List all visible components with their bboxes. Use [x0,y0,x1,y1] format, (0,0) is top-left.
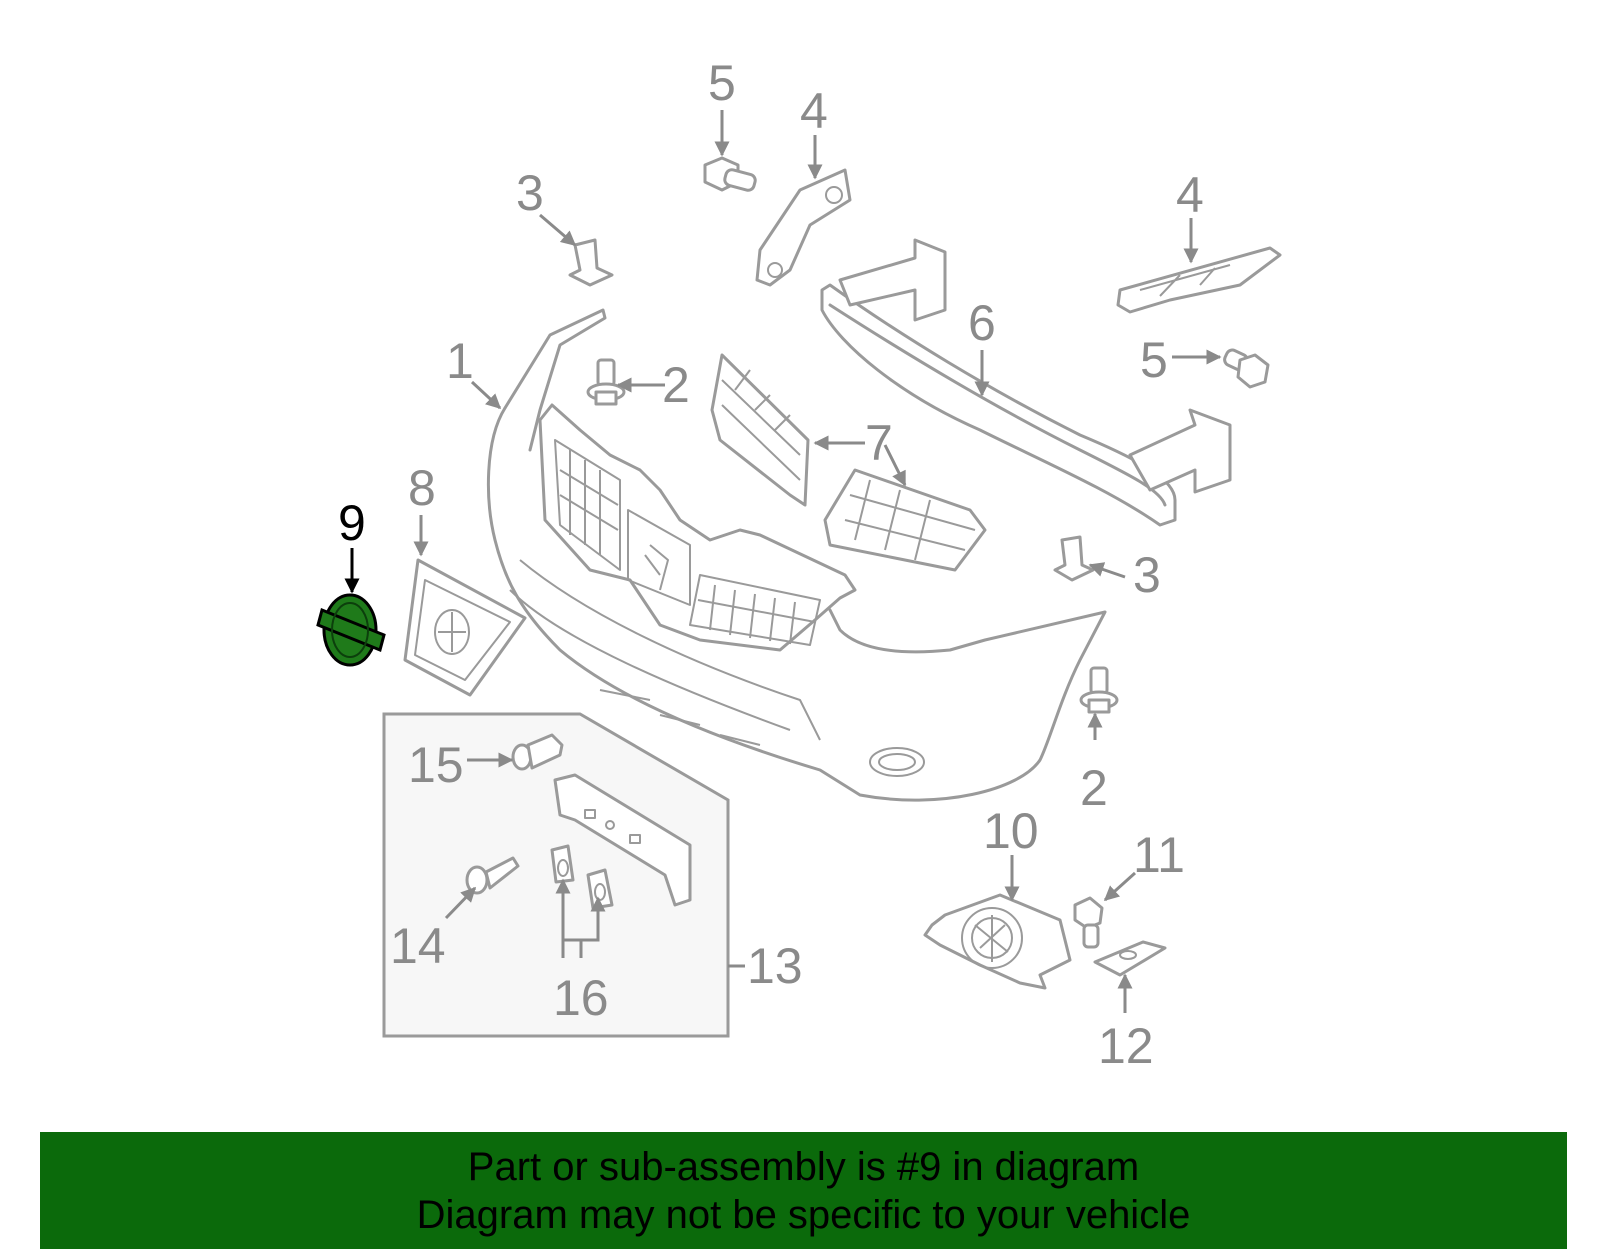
info-footer-banner: Part or sub-assembly is #9 in diagram Di… [40,1132,1567,1249]
footer-line-disclaimer: Diagram may not be specific to your vehi… [416,1192,1191,1237]
lower-grille-part-8 [403,558,527,697]
callout-3-upper: 3 [516,165,544,221]
callout-15: 15 [408,737,464,793]
bracket-part-4-right [1116,246,1282,314]
callout-16: 16 [553,970,609,1026]
callout-3-lower: 3 [1133,547,1161,603]
callout-1: 1 [446,333,474,389]
upper-grille [538,403,857,652]
bumper-bracket-subassembly-13 [553,773,692,907]
grille-insert-part-7-lower [823,468,987,572]
bracket-part-4-left [755,168,852,287]
callout-labels: 1 2 2 3 3 4 4 5 5 6 7 8 9 10 11 12 13 14… [338,55,1204,1074]
clip-part-15 [511,733,564,771]
callout-5-upper: 5 [708,55,736,111]
bolt-part-5-upper [703,156,757,192]
footer-line-part-info: Part or sub-assembly is #9 in diagram [467,1144,1140,1189]
retainer-part-16-left [550,844,575,884]
callout-5-lower: 5 [1140,332,1168,388]
bracket-part-3-lower [1053,535,1095,582]
callout-7: 7 [865,415,893,471]
callout-4-right: 4 [1176,167,1204,223]
leader-lines [344,110,1222,1013]
bracket-part-12 [1093,940,1167,977]
callout-12: 12 [1098,1018,1154,1074]
emblem-part-9 [316,593,386,667]
callout-2-upper: 2 [662,357,690,413]
callout-6: 6 [968,295,996,351]
screw-part-14 [465,856,520,895]
callout-13: 13 [747,938,803,994]
callout-14: 14 [390,918,446,974]
bolt-part-5-lower [1223,348,1270,389]
bracket-part-3-upper [568,238,614,287]
callout-2-lower: 2 [1080,760,1108,816]
callout-4-left: 4 [800,83,828,139]
bolt-part-11 [1073,896,1104,949]
callout-8: 8 [408,460,436,516]
callout-9: 9 [338,495,366,551]
bumper-cover-part-1 [486,308,1107,802]
fog-lamp-part-10 [923,893,1072,990]
clip-part-2-lower [1079,666,1119,714]
clip-part-2-upper [586,358,626,406]
callout-11: 11 [1133,827,1185,883]
grille-insert-part-7-upper [710,353,810,507]
reinforcement-beam-part-6 [820,238,1232,527]
callout-10: 10 [983,803,1039,859]
